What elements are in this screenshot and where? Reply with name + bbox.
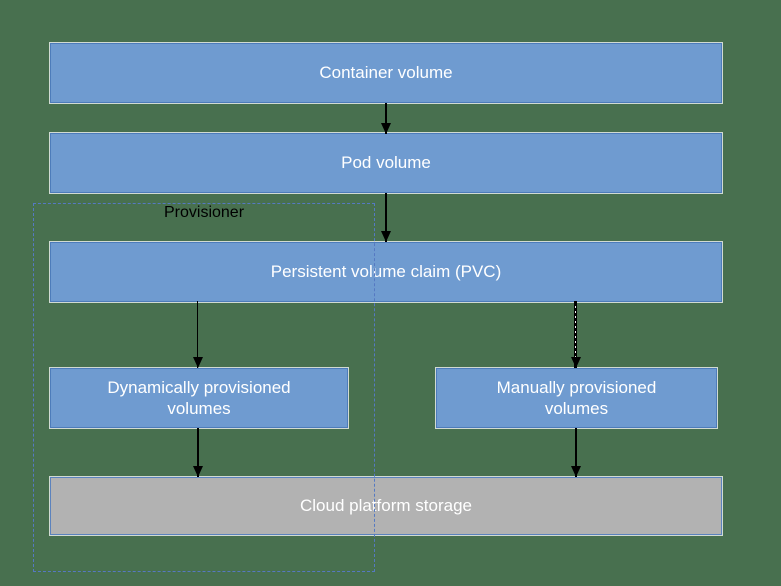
cloud-platform-storage-node: Cloud platform storage (49, 476, 723, 536)
arrow-dynamic-to-storage (197, 428, 199, 477)
manually-provisioned-volumes-node: Manually provisioned volumes (435, 367, 718, 429)
arrow-pvc-to-manual (574, 301, 577, 368)
arrow-pvc-to-dynamic (197, 301, 198, 368)
pod-volume-node: Pod volume (49, 132, 723, 194)
persistent-volume-claim-node: Persistent volume claim (PVC) (49, 241, 723, 303)
container-volume-node: Container volume (49, 42, 723, 104)
dynamically-provisioned-volumes-node: Dynamically provisioned volumes (49, 367, 349, 429)
arrow-container-to-pod (385, 103, 387, 134)
provisioner-group-label: Provisioner (163, 204, 245, 221)
arrow-manual-to-storage (575, 428, 577, 477)
arrow-pod-to-pvc (385, 193, 387, 242)
